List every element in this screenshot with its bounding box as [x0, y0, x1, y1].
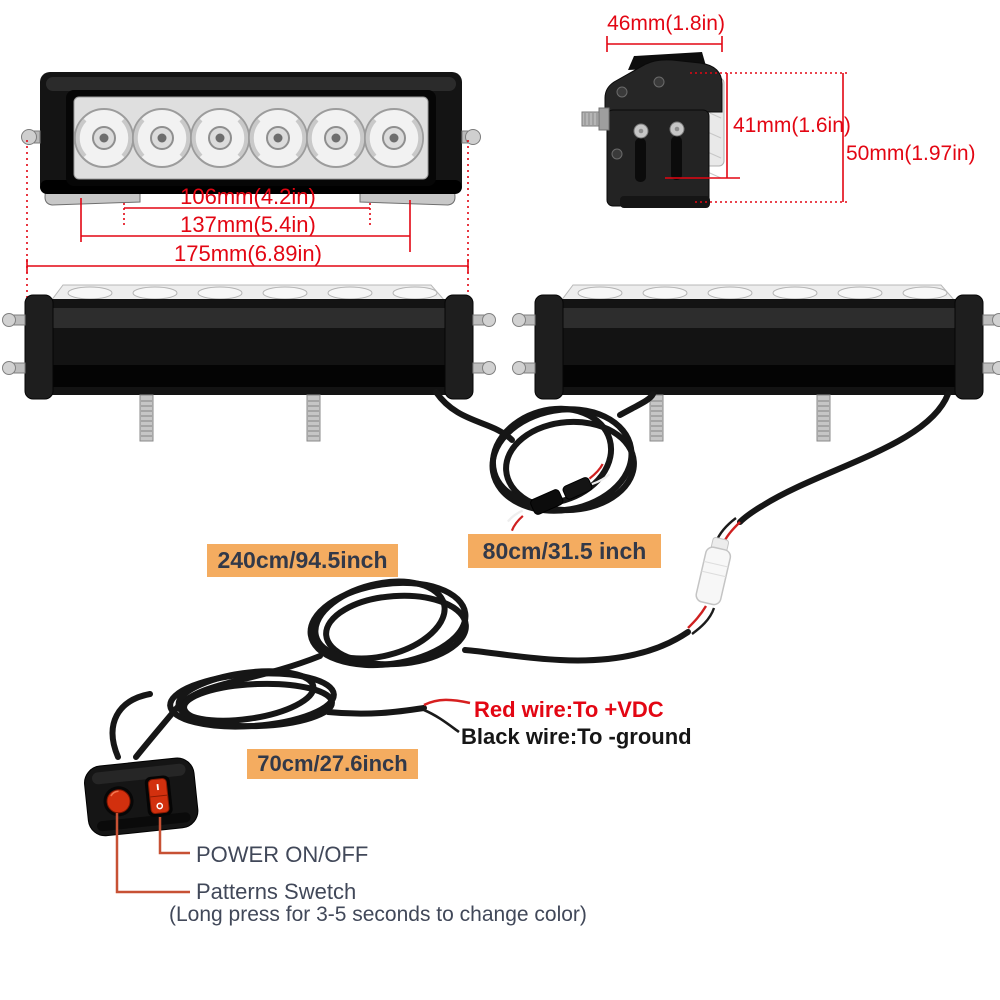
sm-connector [507, 463, 611, 532]
left-lightbar-back-photo [3, 285, 496, 441]
right-lightbar-back-photo [513, 285, 1000, 441]
red-wire-note: Red wire:To +VDC [474, 697, 664, 722]
pattern-switch-note: (Long press for 3-5 seconds to change co… [169, 903, 587, 926]
dim-total-height-label: 50mm(1.97in) [846, 142, 976, 165]
front-lightbar-photo [21, 72, 481, 206]
side-view-photo [581, 52, 725, 208]
red-wire-tip [423, 698, 471, 707]
switch-leader-lines [115, 813, 190, 894]
front-dimension-lines [26, 140, 469, 300]
pattern-switch-label: Patterns Swetch [196, 879, 357, 904]
power-cable-length-tag: 70cm/27.6inch [247, 749, 418, 779]
wiring-harness [109, 389, 951, 760]
dim-inner-label: 106mm(4.2in) [180, 184, 316, 209]
white-connector [687, 517, 741, 635]
dim-total-label: 175mm(6.89in) [174, 241, 322, 266]
dim-bracket-label: 137mm(5.4in) [180, 212, 316, 237]
black-wire-tip [423, 708, 460, 734]
dim-width-label: 46mm(1.8in) [607, 12, 725, 35]
main-cable-length-tag: 240cm/94.5inch [207, 544, 398, 577]
dim-body-height-label: 41mm(1.6in) [733, 114, 851, 137]
power-onoff-label: POWER ON/OFF [196, 842, 369, 867]
link-cable-length-tag: 80cm/31.5 inch [468, 534, 661, 568]
side-dimension-lines [606, 36, 850, 203]
switch-photo [84, 757, 199, 837]
black-wire-note: Black wire:To -ground [461, 724, 692, 749]
